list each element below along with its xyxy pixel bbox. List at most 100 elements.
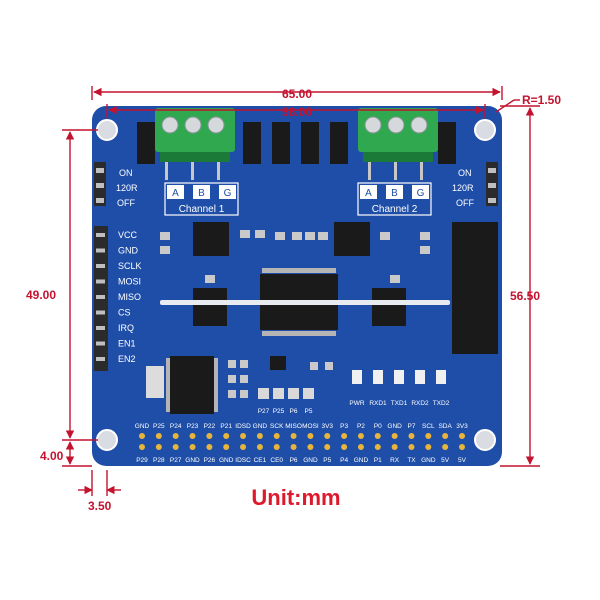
channel-1-label: Channel 1 [179, 204, 225, 215]
jumper-right-off: OFF [456, 198, 474, 208]
side-pin [96, 264, 105, 268]
gpio-pin [139, 444, 145, 450]
gpio-label-bottom: 5V [441, 457, 450, 464]
gpio-label-top: GND [253, 423, 268, 430]
side-pin [96, 341, 105, 346]
gpio-pin [256, 444, 263, 450]
gpio-pin [357, 444, 364, 450]
led [436, 370, 446, 384]
ch2-terminal-g: G [417, 188, 425, 199]
gpio-pin [139, 433, 145, 439]
led-label: TXD1 [391, 400, 408, 407]
gpio-label-bottom: P4 [340, 457, 348, 464]
ch2-terminal-b: B [391, 188, 398, 199]
side-pin [96, 310, 105, 315]
terminal-channel-1 [155, 108, 235, 180]
mount-hole-tl [96, 119, 118, 141]
dim-corner-radius: R=1.50 [522, 93, 561, 107]
side-pin [96, 279, 105, 284]
gpio-label-bottom: GND [219, 457, 234, 464]
terminal-channel-2 [358, 108, 438, 180]
ch1-terminal-b: B [198, 188, 205, 199]
gpio-pin [223, 444, 230, 450]
gpio-label-bottom: GND [354, 457, 369, 464]
ch1-terminal-a: A [172, 188, 179, 199]
gpio-label-bottom: CE0 [270, 457, 283, 464]
gpio-pin [324, 444, 331, 450]
jumper-left-pins [94, 162, 106, 206]
channel-2-label: Channel 2 [372, 204, 418, 215]
gpio-label-top: MOSI [302, 423, 319, 430]
pad-label: P27 [258, 408, 270, 415]
mount-hole-tr [474, 119, 496, 141]
gpio-pin [155, 444, 162, 450]
isolated-module [452, 222, 498, 354]
gpio-label-top: 3V3 [321, 423, 333, 430]
gpio-pin [408, 444, 415, 450]
gpio-pin [341, 444, 348, 450]
gpio-pin [189, 433, 196, 439]
jumper-left-on: ON [119, 168, 133, 178]
jumper-right-on: ON [458, 168, 472, 178]
gpio-pin [240, 433, 247, 439]
pad-label: P5 [305, 408, 313, 415]
gpio-pin [391, 444, 398, 450]
gpio-pin [425, 444, 432, 450]
gpio-label-bottom: CE1 [254, 457, 267, 464]
gpio-label-top: 3V3 [456, 423, 468, 430]
mount-hole-br [474, 429, 496, 451]
led [352, 370, 362, 384]
gpio-pin [357, 433, 364, 439]
gpio-label-bottom: GND [421, 457, 436, 464]
smd-pads [160, 230, 430, 398]
gpio-label-bottom: IDSC [235, 457, 251, 464]
gpio-label-top: SCL [422, 423, 435, 430]
gpio-pin [290, 433, 297, 439]
led [394, 370, 404, 384]
mount-hole-bl [96, 429, 118, 451]
gpio-pin [155, 433, 162, 439]
side-pin-label: MISO [118, 292, 141, 302]
gpio-label-bottom: P28 [153, 457, 165, 464]
gpio-pin [459, 433, 465, 439]
side-pin-label: MOSI [118, 277, 141, 287]
gpio-label-bottom: 5V [458, 457, 467, 464]
side-pin [96, 248, 105, 253]
chip-pins [166, 268, 336, 412]
gpio-pin [324, 433, 331, 439]
gpio-label-top: P7 [407, 423, 415, 430]
gpio-label-top: P22 [204, 423, 216, 430]
pad-label: P6 [290, 408, 298, 415]
gpio-label-top: P24 [170, 423, 182, 430]
gpio-label-bottom: P6 [290, 457, 298, 464]
channel-2-silk: A B G Channel 2 [357, 182, 432, 216]
gpio-pin [223, 433, 230, 439]
gpio-pin [408, 433, 415, 439]
led-label: RXD2 [411, 400, 429, 407]
side-pin-label: IRQ [118, 323, 134, 333]
gpio-label-top: GND [135, 423, 150, 430]
gpio-label-top: P25 [153, 423, 165, 430]
jumper-left-120r: 120R [116, 183, 138, 193]
gpio-pin [341, 433, 348, 439]
gpio-label-top: SCK [270, 423, 284, 430]
gpio-pin [206, 444, 213, 450]
gpio-pin [189, 444, 196, 450]
gpio-pin [374, 433, 381, 439]
mounting-holes [96, 119, 496, 451]
gpio-label-bottom: GND [185, 457, 200, 464]
gpio-pin [459, 444, 465, 450]
dim-width-outer: 65.00 [282, 87, 312, 101]
gpio-label-bottom: TX [407, 457, 416, 464]
jumper-left-off: OFF [117, 198, 135, 208]
gpio-pin [172, 433, 179, 439]
pad-label: P25 [273, 408, 285, 415]
side-pin-label: GND [118, 246, 139, 256]
ch2-terminal-a: A [365, 188, 372, 199]
gpio-label-top: P3 [340, 423, 348, 430]
gpio-label-bottom: P5 [323, 457, 331, 464]
gpio-label-top: SDA [438, 423, 452, 430]
gpio-pin [307, 444, 314, 450]
